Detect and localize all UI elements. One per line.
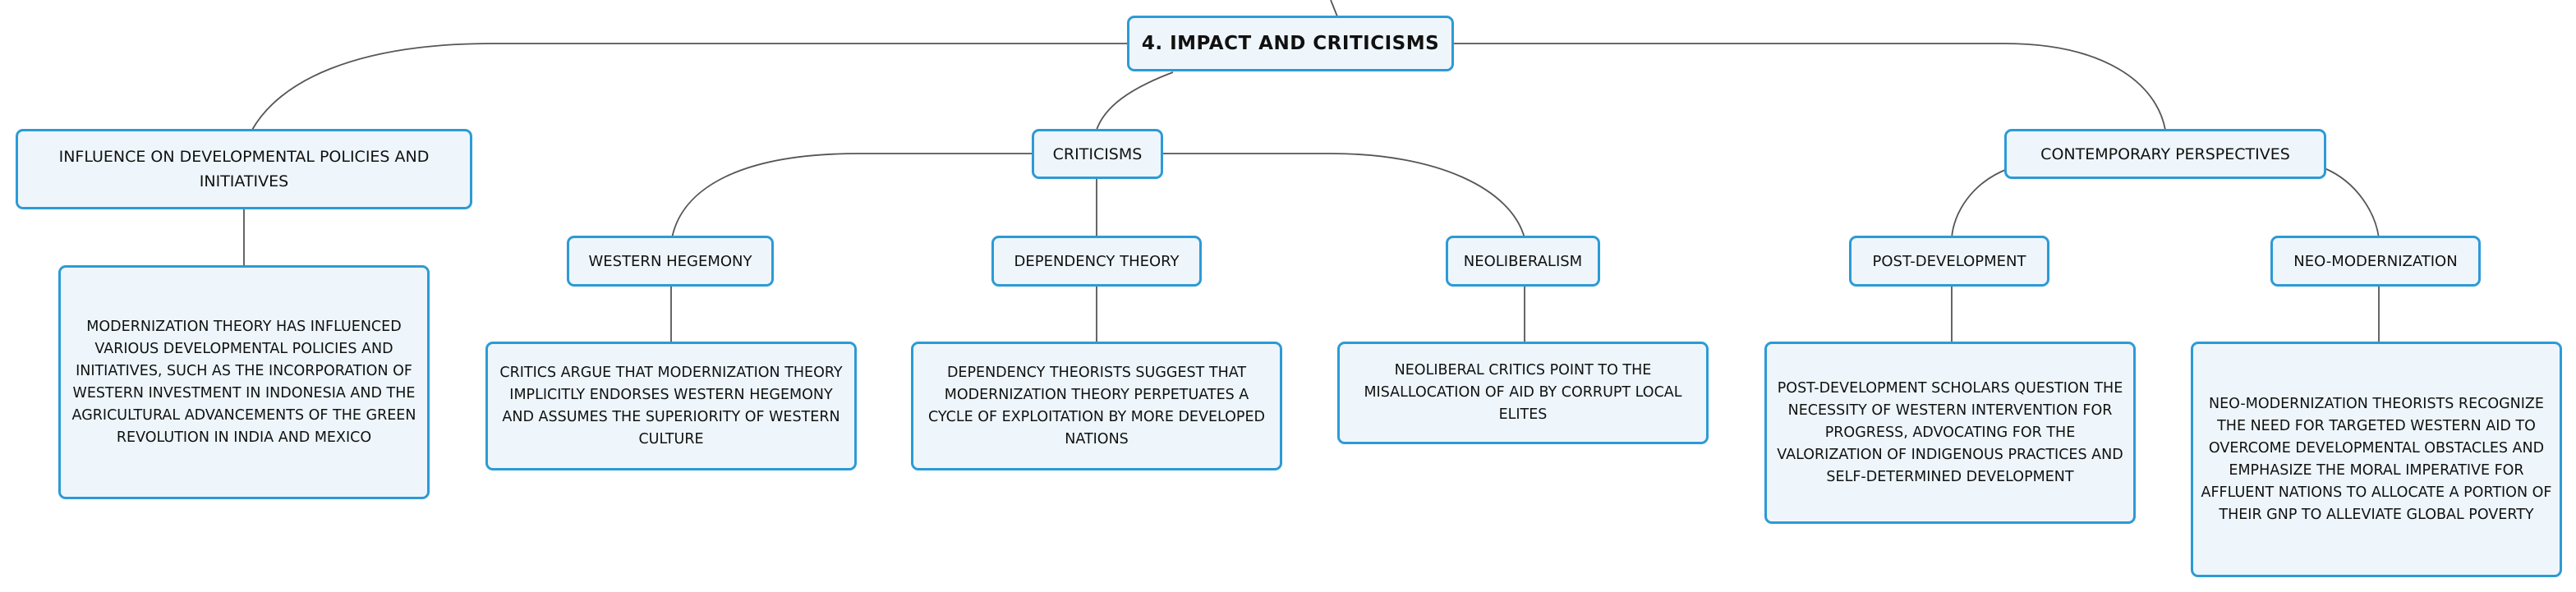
connector-root-criticisms	[1096, 71, 1174, 131]
connector-criticisms-western	[671, 153, 1033, 239]
topic-contemporary-perspectives[interactable]: CONTEMPORARY PERSPECTIVES	[2004, 129, 2326, 179]
topic-western-hegemony[interactable]: WESTERN HEGEMONY	[567, 236, 774, 287]
detail-neo-modernization[interactable]: NEO-MODERNIZATION THEORISTS RECOGNIZE TH…	[2191, 342, 2562, 577]
topic-neoliberalism[interactable]: NEOLIBERALISM	[1446, 236, 1600, 287]
detail-western-hegemony[interactable]: CRITICS ARGUE THAT MODERNIZATION THEORY …	[485, 342, 857, 470]
connector-root-influence	[251, 43, 1130, 131]
connector-root-parent	[1330, 0, 1338, 17]
topic-post-development[interactable]: POST-DEVELOPMENT	[1849, 236, 2049, 287]
detail-influence[interactable]: MODERNIZATION THEORY HAS INFLUENCED VARI…	[58, 265, 430, 499]
topic-influence[interactable]: INFLUENCE ON DEVELOPMENTAL POLICIES AND …	[16, 129, 472, 209]
detail-neoliberalism[interactable]: NEOLIBERAL CRITICS POINT TO THE MISALLOC…	[1337, 342, 1709, 444]
connector-contemporary-post	[1951, 168, 2010, 239]
connector-contemporary-neo	[2324, 168, 2380, 239]
detail-post-development[interactable]: POST-DEVELOPMENT SCHOLARS QUESTION THE N…	[1764, 342, 2136, 524]
connector-root-contemporary	[1451, 43, 2166, 131]
topic-criticisms[interactable]: CRITICISMS	[1032, 129, 1163, 179]
topic-neo-modernization[interactable]: NEO-MODERNIZATION	[2270, 236, 2481, 287]
topic-dependency-theory[interactable]: DEPENDENCY THEORY	[991, 236, 1202, 287]
detail-dependency-theory[interactable]: DEPENDENCY THEORISTS SUGGEST THAT MODERN…	[911, 342, 1282, 470]
connector-criticisms-neoliberal	[1162, 153, 1525, 239]
root-topic[interactable]: 4. IMPACT AND CRITICISMS	[1127, 16, 1454, 71]
